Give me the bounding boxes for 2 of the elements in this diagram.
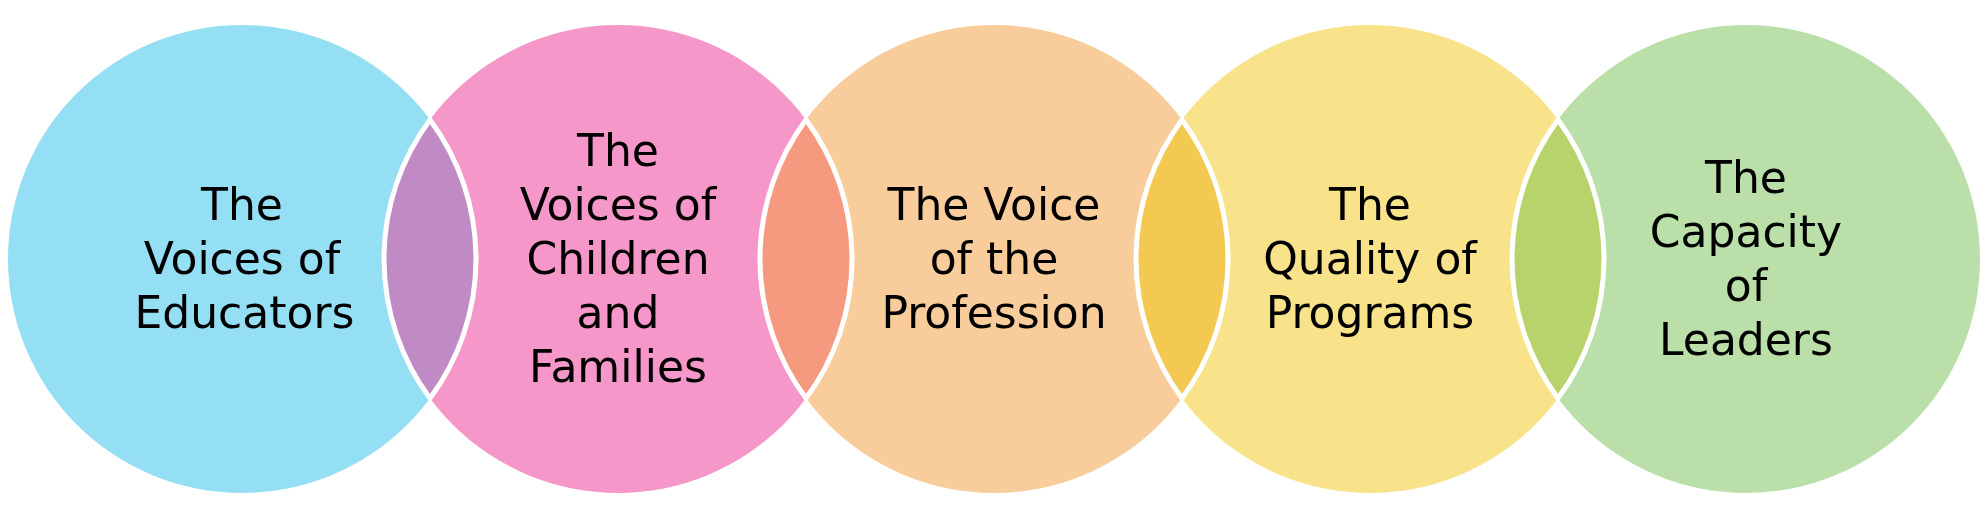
circle-label: The Quality of Programs [1262, 178, 1478, 340]
circle-label: The Voice of the Profession [869, 178, 1119, 340]
